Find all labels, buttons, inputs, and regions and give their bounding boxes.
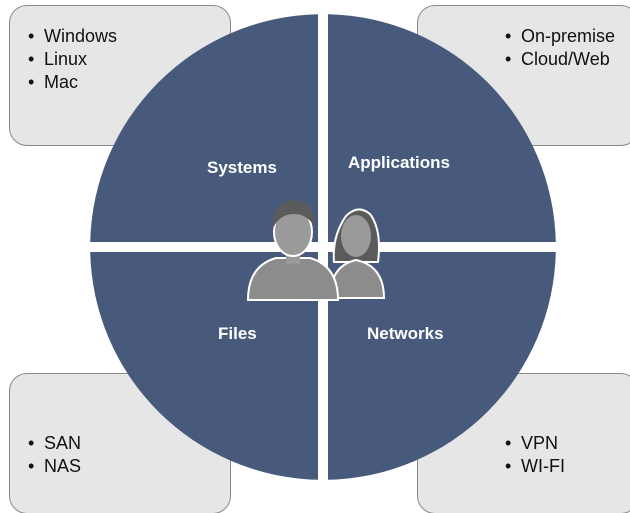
systems-label: Systems bbox=[207, 158, 277, 177]
quadrant-networks bbox=[328, 252, 556, 480]
applications-label: Applications bbox=[348, 153, 451, 172]
files-label: Files bbox=[218, 324, 257, 343]
networks-label: Networks bbox=[367, 324, 444, 343]
files-list: SAN NAS bbox=[28, 432, 81, 478]
systems-list: Windows Linux Mac bbox=[28, 25, 117, 94]
quadrant-applications bbox=[328, 14, 556, 243]
male-user-icon bbox=[246, 200, 340, 301]
female-user-icon bbox=[328, 208, 386, 299]
list-item: Mac bbox=[28, 71, 117, 94]
list-item: Cloud/Web bbox=[505, 48, 615, 71]
list-item: SAN bbox=[28, 432, 81, 455]
quadrant-files bbox=[90, 252, 318, 480]
users-icon bbox=[246, 200, 386, 301]
list-item: Windows bbox=[28, 25, 117, 48]
list-item: WI-FI bbox=[505, 455, 565, 478]
networks-list: VPN WI-FI bbox=[505, 432, 565, 478]
list-item: On-premise bbox=[505, 25, 615, 48]
list-item: Linux bbox=[28, 48, 117, 71]
list-item: NAS bbox=[28, 455, 81, 478]
list-item: VPN bbox=[505, 432, 565, 455]
quadrant-systems bbox=[90, 14, 318, 243]
applications-list: On-premise Cloud/Web bbox=[505, 25, 615, 71]
